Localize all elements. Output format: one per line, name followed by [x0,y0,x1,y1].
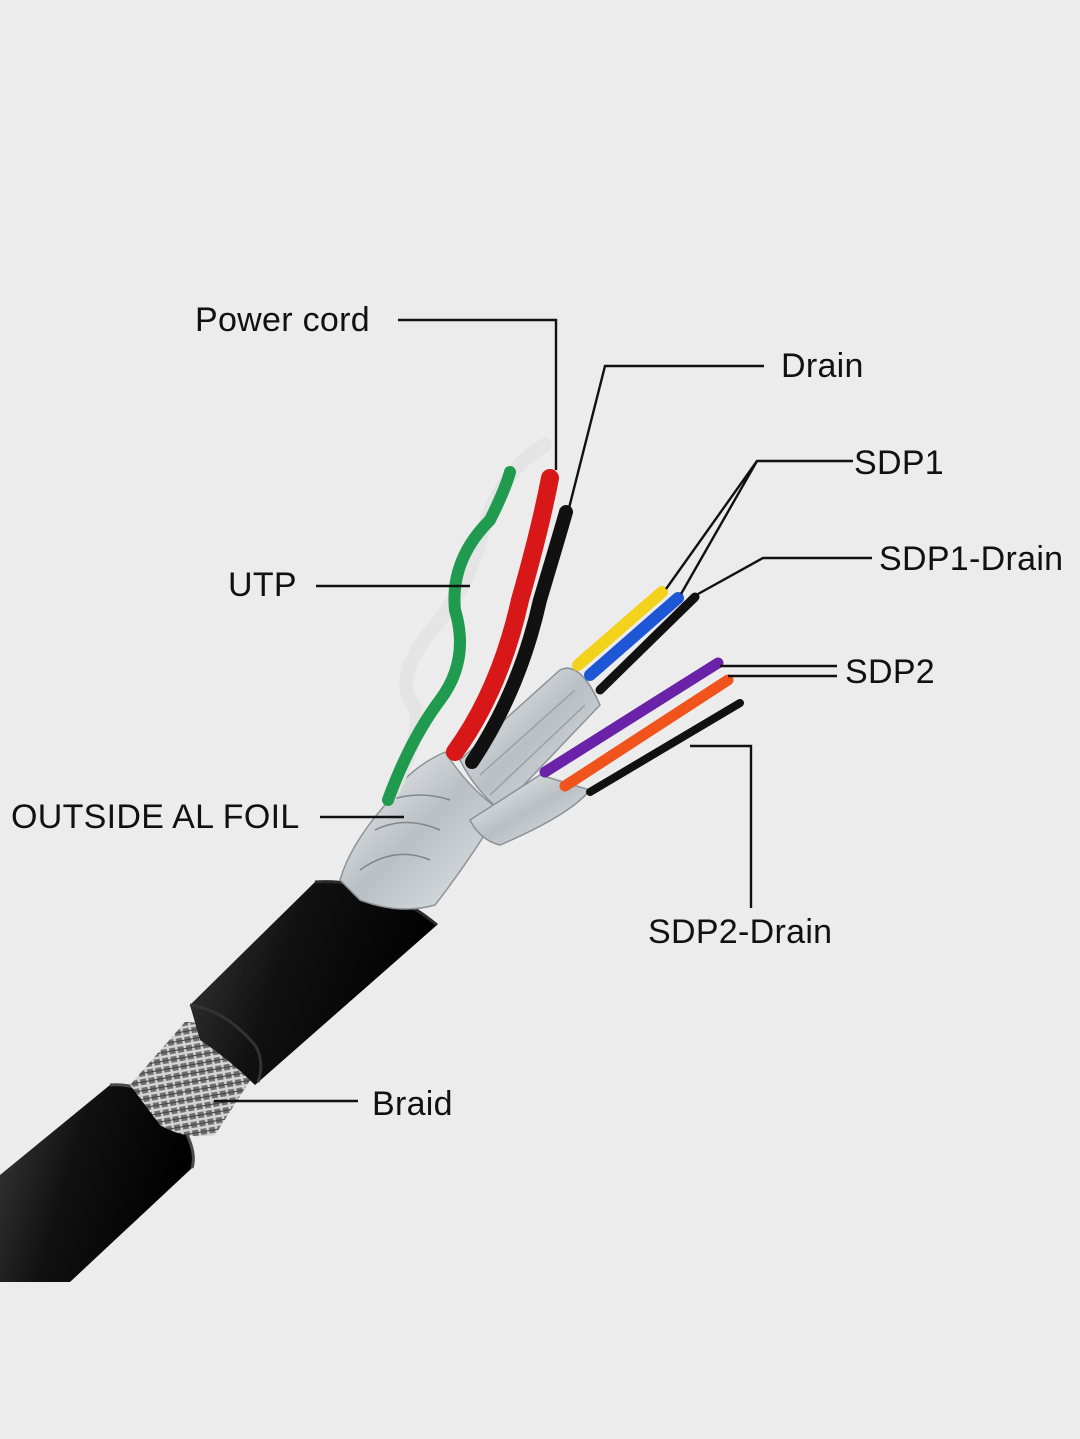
sdp1-drain-label: SDP1-Drain [879,540,1064,578]
outside-foil [339,751,502,910]
sdp2-drain-label: SDP2-Drain [648,913,833,951]
sdp2-label: SDP2 [845,653,936,691]
drain-leader [566,364,764,513]
leader-lines [214,318,872,1103]
drain-label: Drain [781,347,864,385]
sdp2-wires [539,657,744,796]
outside-al-foil-label: OUTSIDE AL FOIL [11,798,300,836]
utp-label: UTP [228,566,297,604]
braid-label: Braid [372,1085,453,1123]
sdp1-label: SDP1 [854,444,945,482]
sdp2-foil [469,774,592,846]
sdp1-foil [459,667,601,812]
power-cord-label: Power cord [195,301,370,339]
sdp2-drain-leader [690,744,753,908]
power-cord-leader [398,318,558,470]
utp-wires [382,438,552,806]
sdp1-wires [572,586,700,695]
inner-jacket [189,880,438,1085]
power-cord-wires [446,469,573,769]
sdp2-leader [720,664,837,678]
sdp1-leader [665,459,853,595]
sdp1-drain-leader [697,556,872,596]
